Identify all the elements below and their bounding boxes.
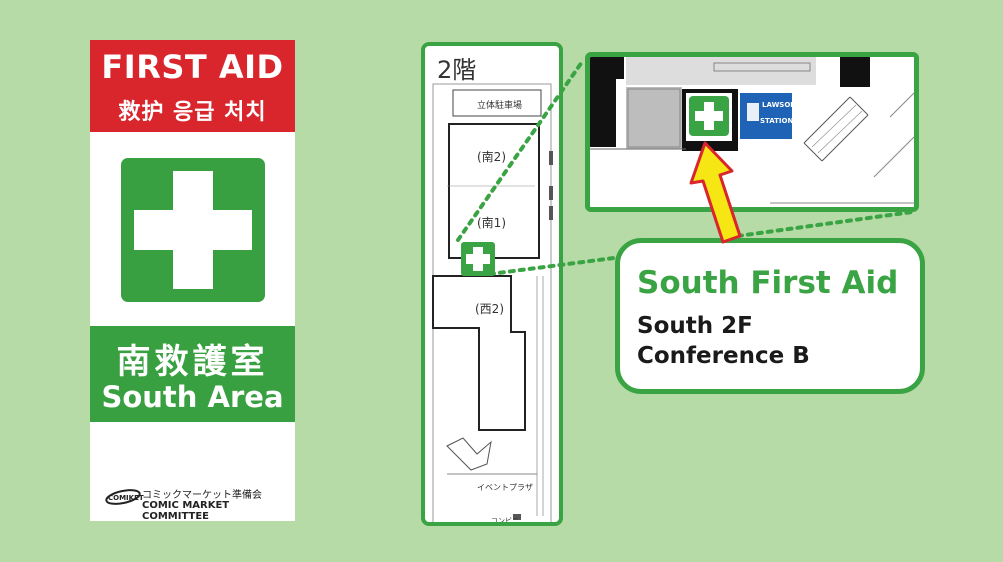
floor-label: 2階 [437, 56, 477, 84]
callout-floor: South 2F [637, 313, 753, 339]
first-aid-sign: FIRST AID 救护 응급 처치 南救護室 South Area COMIK… [90, 40, 295, 522]
hall-south2-label: (南2) [477, 150, 506, 164]
zoom-detail-drawing: LAWSON STATION [590, 57, 914, 207]
callout-title: South First Aid [637, 265, 899, 301]
sign-title: FIRST AID [101, 48, 284, 86]
lawson-logo-bottom: STATION [760, 117, 793, 125]
logo-text: COMIKET [108, 494, 144, 502]
callout-room: Conference B [637, 343, 810, 369]
convenience-store-label: コンビニ [491, 517, 519, 525]
sign-subtitle: 救护 응급 처치 [118, 100, 267, 125]
organizer-english: COMIC MARKET COMMITTEE [142, 500, 230, 522]
floor-map-drawing [432, 83, 553, 522]
sign-room-name: 南救護室 [116, 342, 269, 382]
location-callout: South First Aid South 2F Conference B [615, 238, 925, 394]
floor-map: 2階 立体駐車場 (南2) (南1) (西2) イベントプラザ コンビニ [421, 42, 563, 526]
hall-south1-label: (南1) [477, 216, 506, 230]
zoom-detail-map: LAWSON STATION [585, 52, 919, 212]
lawson-logo-top: LAWSON [762, 101, 796, 109]
first-aid-cross-icon [121, 158, 265, 302]
sign-header: FIRST AID 救护 응급 처치 [90, 40, 295, 132]
parking-label: 立体駐車場 [477, 101, 523, 111]
sign-footer-band: 南救護室 South Area [90, 326, 295, 422]
hall-west2-label: (西2) [475, 302, 504, 316]
comiket-logo-icon: COMIKET [104, 487, 144, 507]
event-plaza-label: イベントプラザ [477, 483, 533, 492]
organizer-japanese: コミックマーケット準備会 [142, 490, 262, 501]
zoom-guide-line-bottom [736, 210, 914, 238]
sign-area-name: South Area [101, 380, 284, 414]
